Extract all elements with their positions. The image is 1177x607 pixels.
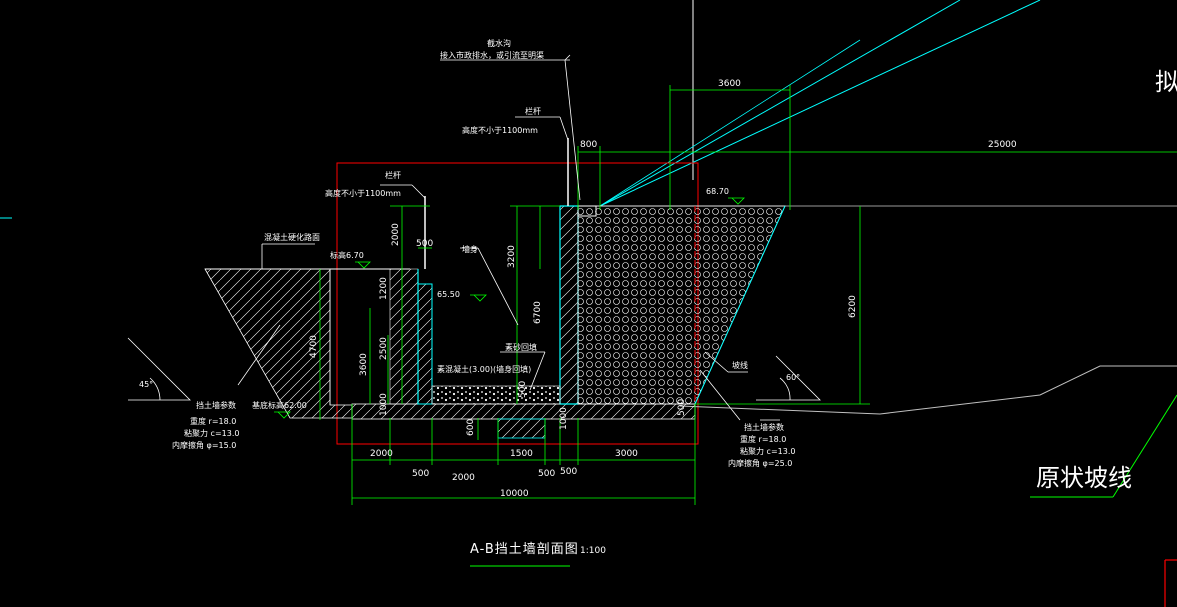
slope-line-label: 坡线: [732, 360, 748, 370]
railing-left-height: 高度不小于1100mm: [325, 188, 401, 198]
dim-1000: 1000: [379, 393, 389, 416]
dim-bottom-500a: 500: [412, 469, 429, 479]
sand-label: 素砂回填: [505, 342, 537, 352]
dim-2000-left: 2000: [391, 223, 401, 246]
edge-glyph: 拟: [1155, 68, 1177, 96]
left-soil-params: 挡土墙参数 重度 r=18.0 粘聚力 c=13.0 内摩擦角 φ=15.0: [172, 400, 239, 450]
dim-500-top: 500: [416, 239, 433, 249]
dim-25000: 25000: [988, 140, 1017, 150]
slope-line-1: [599, 0, 1041, 207]
angle-left: [127, 337, 191, 401]
railing-right-height: 高度不小于1100mm: [462, 125, 538, 135]
right-wall-stem: [559, 205, 579, 405]
right-backfill-circles: [577, 205, 786, 405]
dim-bottom-500c: 500: [560, 467, 577, 477]
drain-title: 截水沟: [487, 38, 511, 48]
left-soil-line: 内摩擦角 φ=15.0: [172, 440, 236, 450]
elevation-6870: 68.70: [706, 187, 729, 196]
dim-500-r: 500: [677, 399, 687, 416]
wall-label: 墙身: [462, 244, 478, 254]
slope-line-3: [599, 39, 861, 207]
dim-600: 600: [466, 419, 476, 436]
dim-500-b: 500: [518, 381, 528, 398]
right-soil-line: 挡土墙参数: [744, 422, 784, 432]
left-wall-hatch: [389, 268, 419, 405]
drawing-scale: 1:100: [580, 546, 606, 556]
gravel-label: 素混凝土(3.00)(墙身回填): [437, 364, 531, 374]
foundation-key: [497, 418, 546, 439]
road-label: 混凝土硬化路面: [264, 232, 320, 242]
dim-4700: 4700: [309, 335, 319, 358]
railing-left-label: 栏杆: [385, 170, 401, 180]
dimension-lines: [319, 85, 1177, 505]
dim-1000-r: 1000: [559, 407, 569, 430]
right-slope-line: [694, 205, 786, 405]
dim-bottom-1500: 1500: [510, 449, 533, 459]
road-elevation: 标高6.70: [330, 250, 364, 260]
right-soil-line: 重度 r=18.0: [740, 434, 786, 444]
right-soil-line: 内摩擦角 φ=25.0: [728, 458, 792, 468]
dim-bottom-10000: 10000: [500, 489, 529, 499]
dim-3600-left: 3600: [359, 353, 369, 376]
dim-bottom-3000: 3000: [615, 449, 638, 459]
angle-right: [756, 355, 821, 401]
angle-left-label: 45°: [139, 380, 153, 389]
leader-lines: [237, 54, 780, 421]
dim-2500: 2500: [379, 337, 389, 360]
original-ground-line: [679, 365, 1177, 415]
dim-1200: 1200: [379, 277, 389, 300]
dim-3600: 3600: [718, 79, 741, 89]
left-soil-line: 重度 r=18.0: [190, 416, 236, 426]
angle-right-label: 60°: [786, 373, 800, 382]
dim-6700: 6700: [533, 301, 543, 324]
railing-right-label: 栏杆: [525, 106, 541, 116]
foundation-slab: [351, 403, 696, 420]
dim-bottom-2000b: 2000: [452, 473, 475, 483]
base-elevation: 基底标高62.00: [252, 400, 307, 410]
dim-bottom-2000a: 2000: [370, 449, 393, 459]
right-soil-params: 挡土墙参数 重度 r=18.0 粘聚力 c=13.0 内摩擦角 φ=25.0: [728, 422, 795, 468]
left-soil-line: 挡土墙参数: [196, 400, 236, 410]
slope-line-2: [599, 0, 961, 207]
leader-original-ground: [1112, 394, 1177, 498]
left-soil-line: 粘聚力 c=13.0: [184, 428, 239, 438]
left-wall-stem: [417, 283, 433, 405]
elevation-6550: 65.50: [437, 290, 460, 299]
dim-bottom-500b: 500: [538, 469, 555, 479]
original-slope-label: 原状坡线: [1036, 464, 1132, 492]
drain-note: 接入市政排水，或引流至明渠: [440, 50, 544, 60]
drawing-title: A-B挡土墙剖面图: [470, 542, 579, 557]
elevation-markers: [274, 197, 745, 419]
dim-3200: 3200: [507, 245, 517, 268]
dim-6200: 6200: [848, 295, 858, 318]
right-soil-line: 粘聚力 c=13.0: [740, 446, 795, 456]
dim-800: 800: [580, 140, 597, 150]
gravel-layer: [431, 385, 561, 405]
